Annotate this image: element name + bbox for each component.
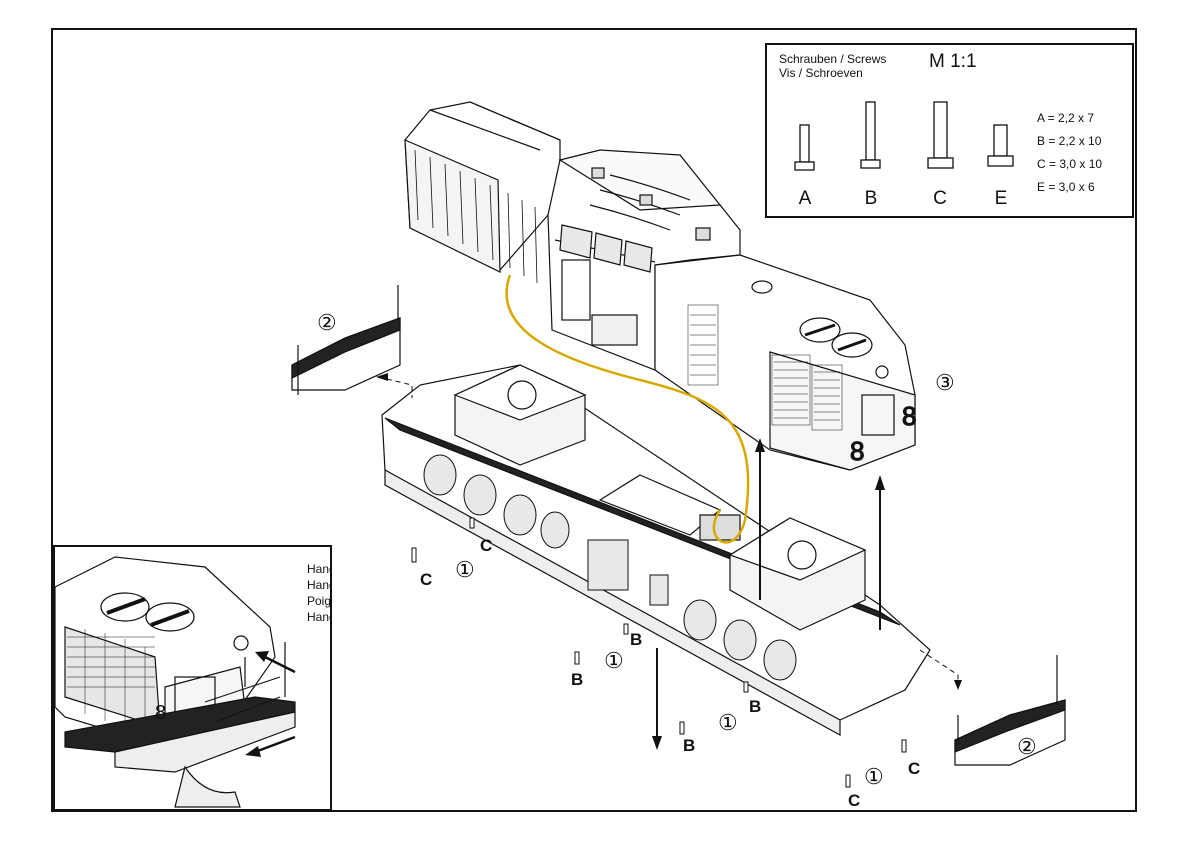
dimension-a: A = 2,2 x 7 (1037, 111, 1094, 125)
svg-text:8: 8 (850, 436, 864, 466)
handrail-label-nl: Handgrepen (307, 609, 332, 625)
buffer-beam-right (955, 655, 1065, 765)
screw-a-icon (800, 125, 809, 162)
handrail-inset: 8 Handstangen Handrails Poignées Handgre… (53, 545, 332, 811)
callout-step2-right: ② (1017, 734, 1037, 759)
screw-e-icon (994, 125, 1007, 156)
callout-step2-left: ② (317, 310, 337, 335)
svg-text:8: 8 (155, 702, 166, 724)
screw-letter-b: B (856, 188, 886, 210)
callout-step1-d: ① (864, 764, 884, 789)
callout-step3: ③ (935, 370, 955, 395)
dimension-c: C = 3,0 x 10 (1037, 157, 1102, 171)
callout-step1-c: ① (718, 710, 738, 735)
dimension-e: E = 3,0 x 6 (1037, 180, 1095, 194)
handrail-label-en: Handrails (307, 577, 332, 593)
callout-step1-a: ① (455, 557, 475, 582)
screw-legend: Schrauben / Screws Vis / Schroeven M 1:1… (765, 43, 1134, 218)
screw-marker-b-4: B (749, 697, 761, 716)
screw-letter-e: E (986, 188, 1016, 210)
screw-marker-c-1: C (420, 570, 432, 589)
svg-text:8: 8 (902, 401, 916, 431)
dimension-b: B = 2,2 x 10 (1037, 134, 1101, 148)
handrail-label-fr: Poignées (307, 593, 332, 609)
screw-marker-b-2: B (630, 630, 642, 649)
screw-marker-c-4: C (908, 759, 920, 778)
screw-b-icon (866, 102, 875, 160)
screw-marker-b-1: B (571, 670, 583, 689)
callout-step1-b: ① (604, 648, 624, 673)
screw-letter-c: C (925, 188, 955, 210)
inset-detail-drawing: 8 (55, 547, 332, 811)
screw-c-icon (934, 102, 947, 158)
screw-marker-c-2: C (480, 536, 492, 555)
screw-letter-a: A (790, 188, 820, 210)
screw-marker-c-3: C (848, 791, 860, 810)
screw-marker-b-3: B (683, 736, 695, 755)
handrail-label-de: Handstangen (307, 561, 332, 577)
